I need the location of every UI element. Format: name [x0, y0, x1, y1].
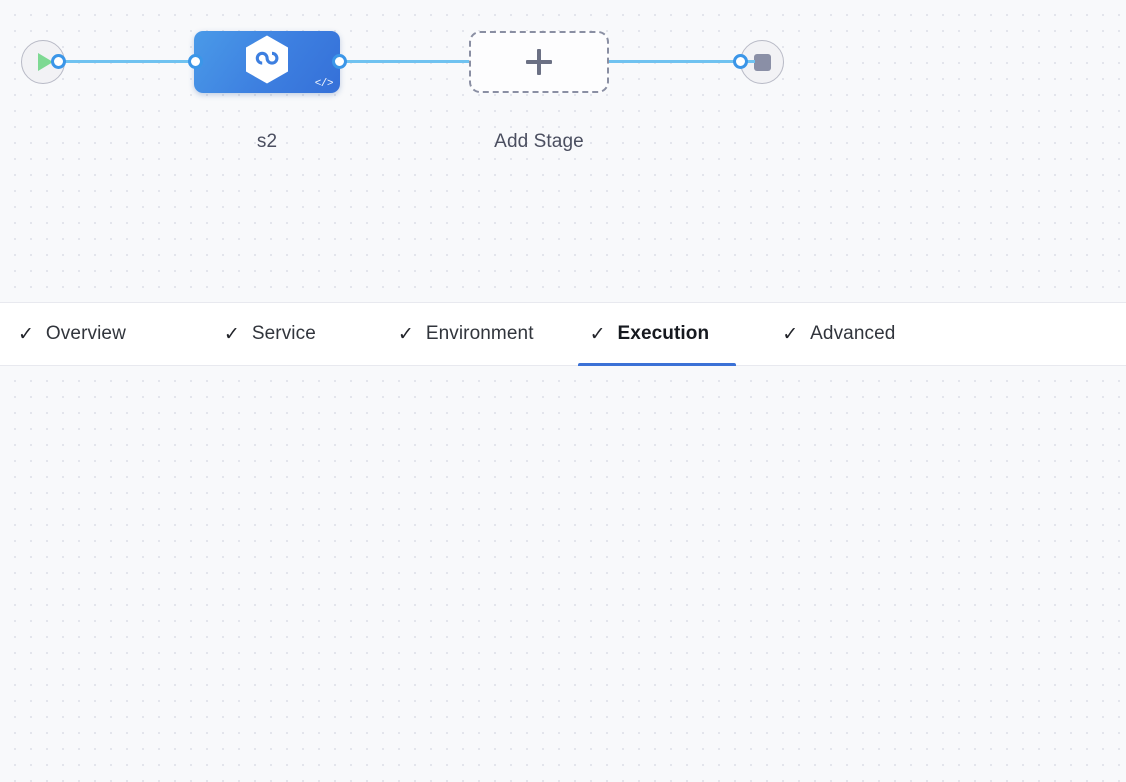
add-stage-button[interactable] [469, 31, 609, 93]
tab-overview[interactable]: ✓ Overview [18, 303, 126, 366]
stage-node-label: s2 [256, 131, 278, 152]
tab-environment[interactable]: ✓ Environment [398, 303, 534, 366]
check-icon: ✓ [589, 323, 606, 345]
stage-code-icon[interactable]: </> [314, 78, 334, 90]
tab-service[interactable]: ✓ Service [224, 303, 316, 366]
tab-label: Environment [425, 323, 534, 344]
tab-label: Advanced [810, 323, 896, 344]
stage-start-output-port[interactable] [51, 54, 66, 69]
plus-icon [526, 49, 552, 75]
devops-infinity-hexagon-icon [244, 35, 290, 90]
tab-label: Execution [617, 323, 710, 344]
check-icon: ✓ [782, 323, 799, 345]
tab-label: Overview [45, 323, 126, 344]
connector-stage-to-addstage [335, 60, 475, 63]
connector-addstage-to-end [605, 60, 755, 63]
stage-node-s2[interactable]: </> [194, 31, 340, 93]
stage-output-port[interactable] [332, 54, 347, 69]
stage-input-port[interactable] [188, 54, 203, 69]
check-icon: ✓ [397, 323, 414, 345]
stage-graph-canvas[interactable]: </> s2 Add Stage [0, 0, 1126, 302]
execution-graph-canvas[interactable]: stepGroup1 [0, 366, 1126, 782]
check-icon: ✓ [18, 323, 34, 345]
tab-execution[interactable]: ✓ Execution [577, 303, 737, 366]
tab-advanced[interactable]: ✓ Advanced [782, 303, 895, 366]
tab-active-underline [577, 362, 737, 366]
tab-label: Service [251, 323, 316, 344]
check-icon: ✓ [223, 323, 240, 345]
connector-start-to-stage [57, 60, 202, 63]
stage-config-tabs: ✓ Overview ✓ Service ✓ Environment ✓ Exe… [0, 302, 1126, 366]
stage-start-node[interactable] [21, 40, 65, 84]
stage-end-input-port[interactable] [733, 54, 748, 69]
play-icon [37, 53, 53, 71]
start-node-circle [21, 40, 65, 84]
stop-icon [753, 53, 771, 71]
add-stage-label: Add Stage [494, 131, 584, 152]
